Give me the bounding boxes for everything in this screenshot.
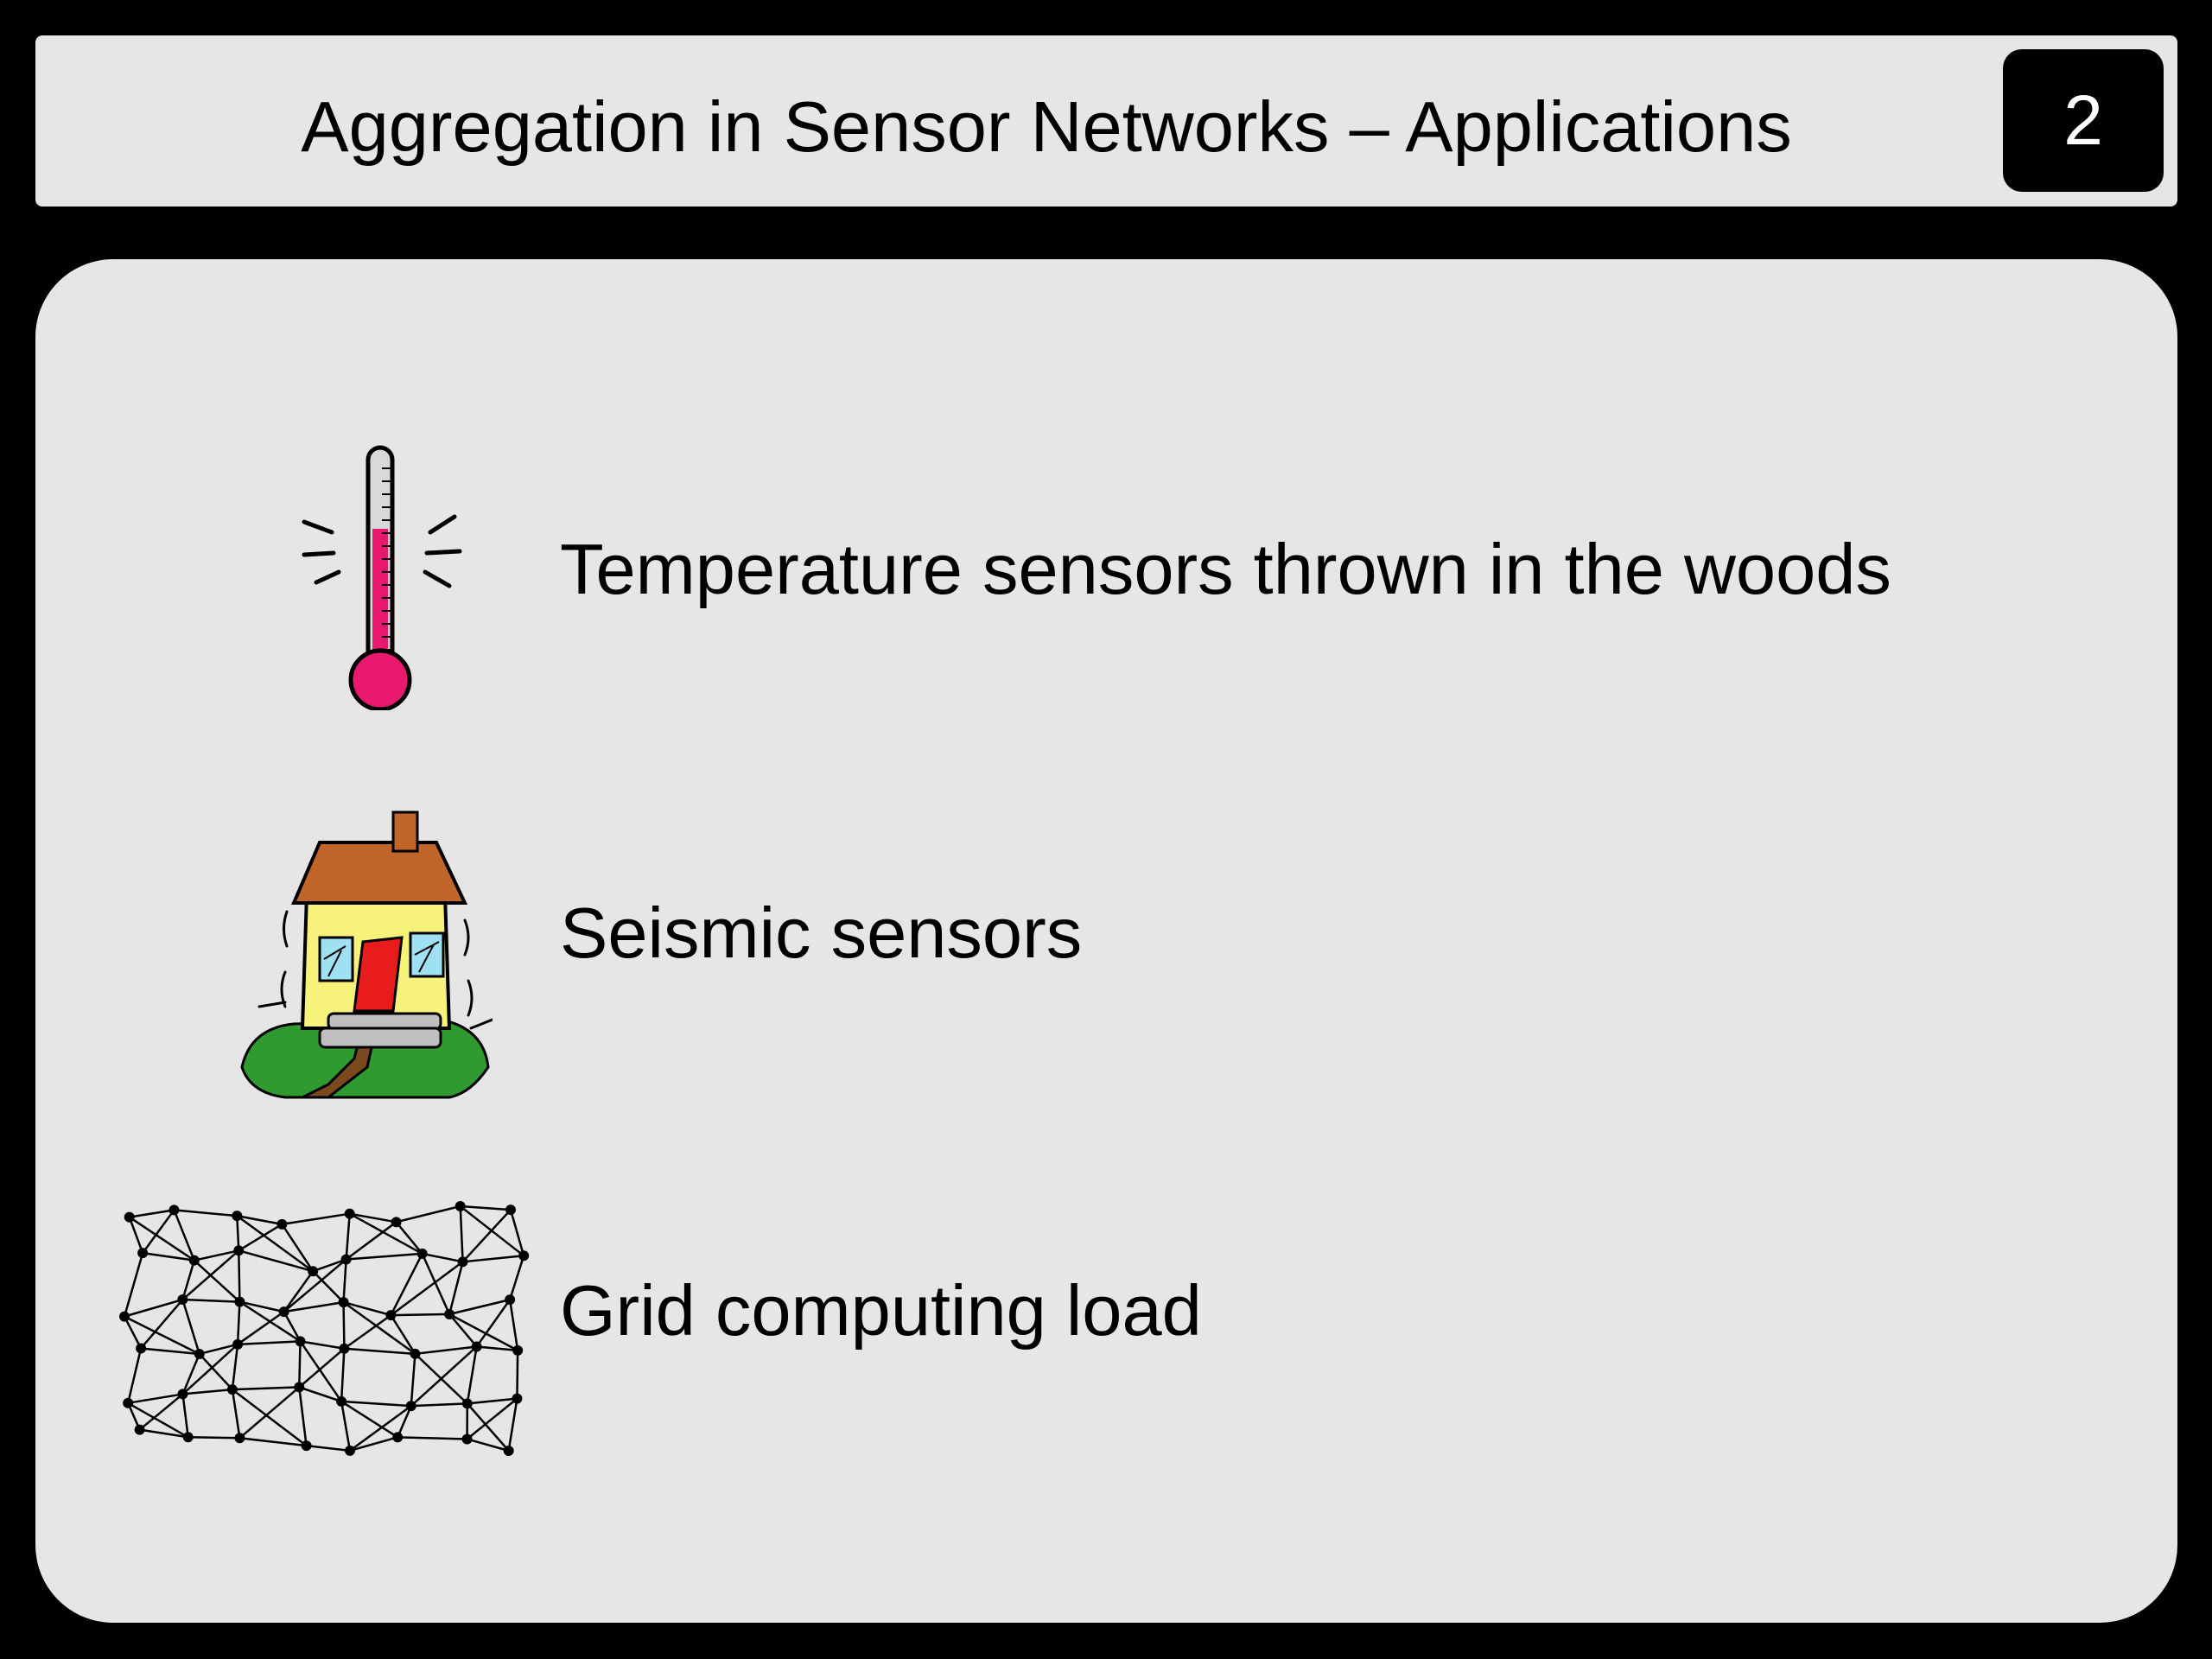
title-bar: Aggregation in Sensor Networks – Applica… — [35, 35, 2177, 207]
grid-network-icon — [119, 1197, 534, 1456]
item-label-seismic: Seismic sensors — [560, 893, 1083, 973]
slide-title: Aggregation in Sensor Networks – Applica… — [301, 86, 1792, 167]
shaking-house-icon — [233, 808, 494, 1106]
thermometer-icon — [294, 442, 467, 712]
item-label-grid: Grid computing load — [560, 1270, 1202, 1351]
page-number-badge: 2 — [2003, 49, 2164, 192]
item-label-temperature: Temperature sensors thrown in the woods — [560, 529, 1891, 609]
